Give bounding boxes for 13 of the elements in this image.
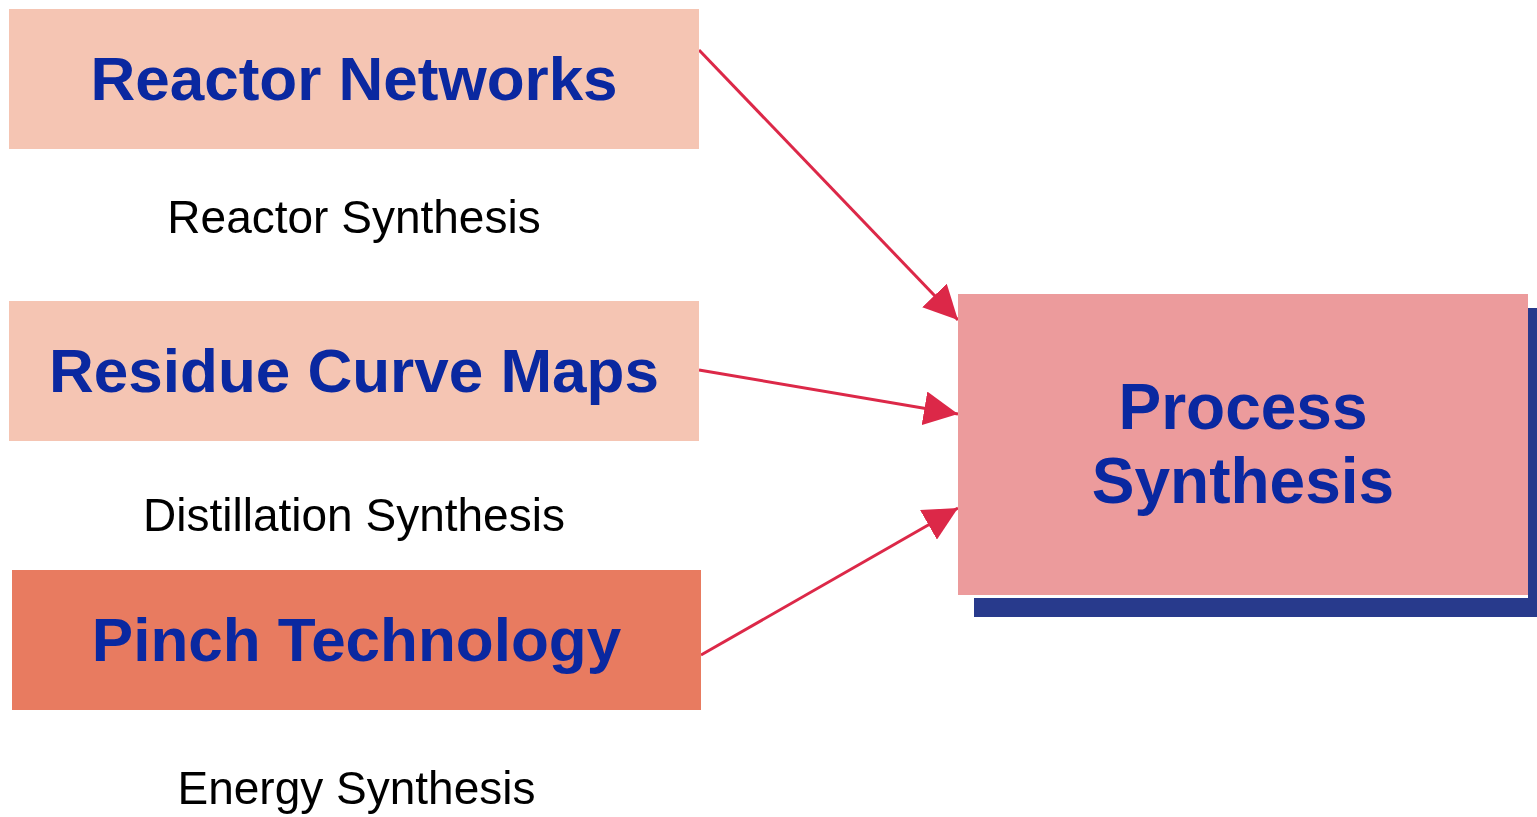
box-title: Pinch Technology — [91, 604, 622, 676]
caption-text: Energy Synthesis — [176, 761, 537, 815]
box-title: Reactor Networks — [90, 43, 618, 115]
arrow — [698, 368, 959, 426]
method-box — [9, 9, 699, 149]
box-title: Process Synthesis — [1090, 370, 1396, 519]
output-box — [958, 294, 1528, 598]
caption-text: Reactor Synthesis — [166, 190, 542, 244]
box-title: Residue Curve Maps — [49, 335, 659, 407]
method-box — [12, 570, 701, 710]
method-box — [9, 301, 699, 441]
caption-text: Distillation Synthesis — [142, 488, 566, 542]
arrow — [700, 506, 959, 657]
